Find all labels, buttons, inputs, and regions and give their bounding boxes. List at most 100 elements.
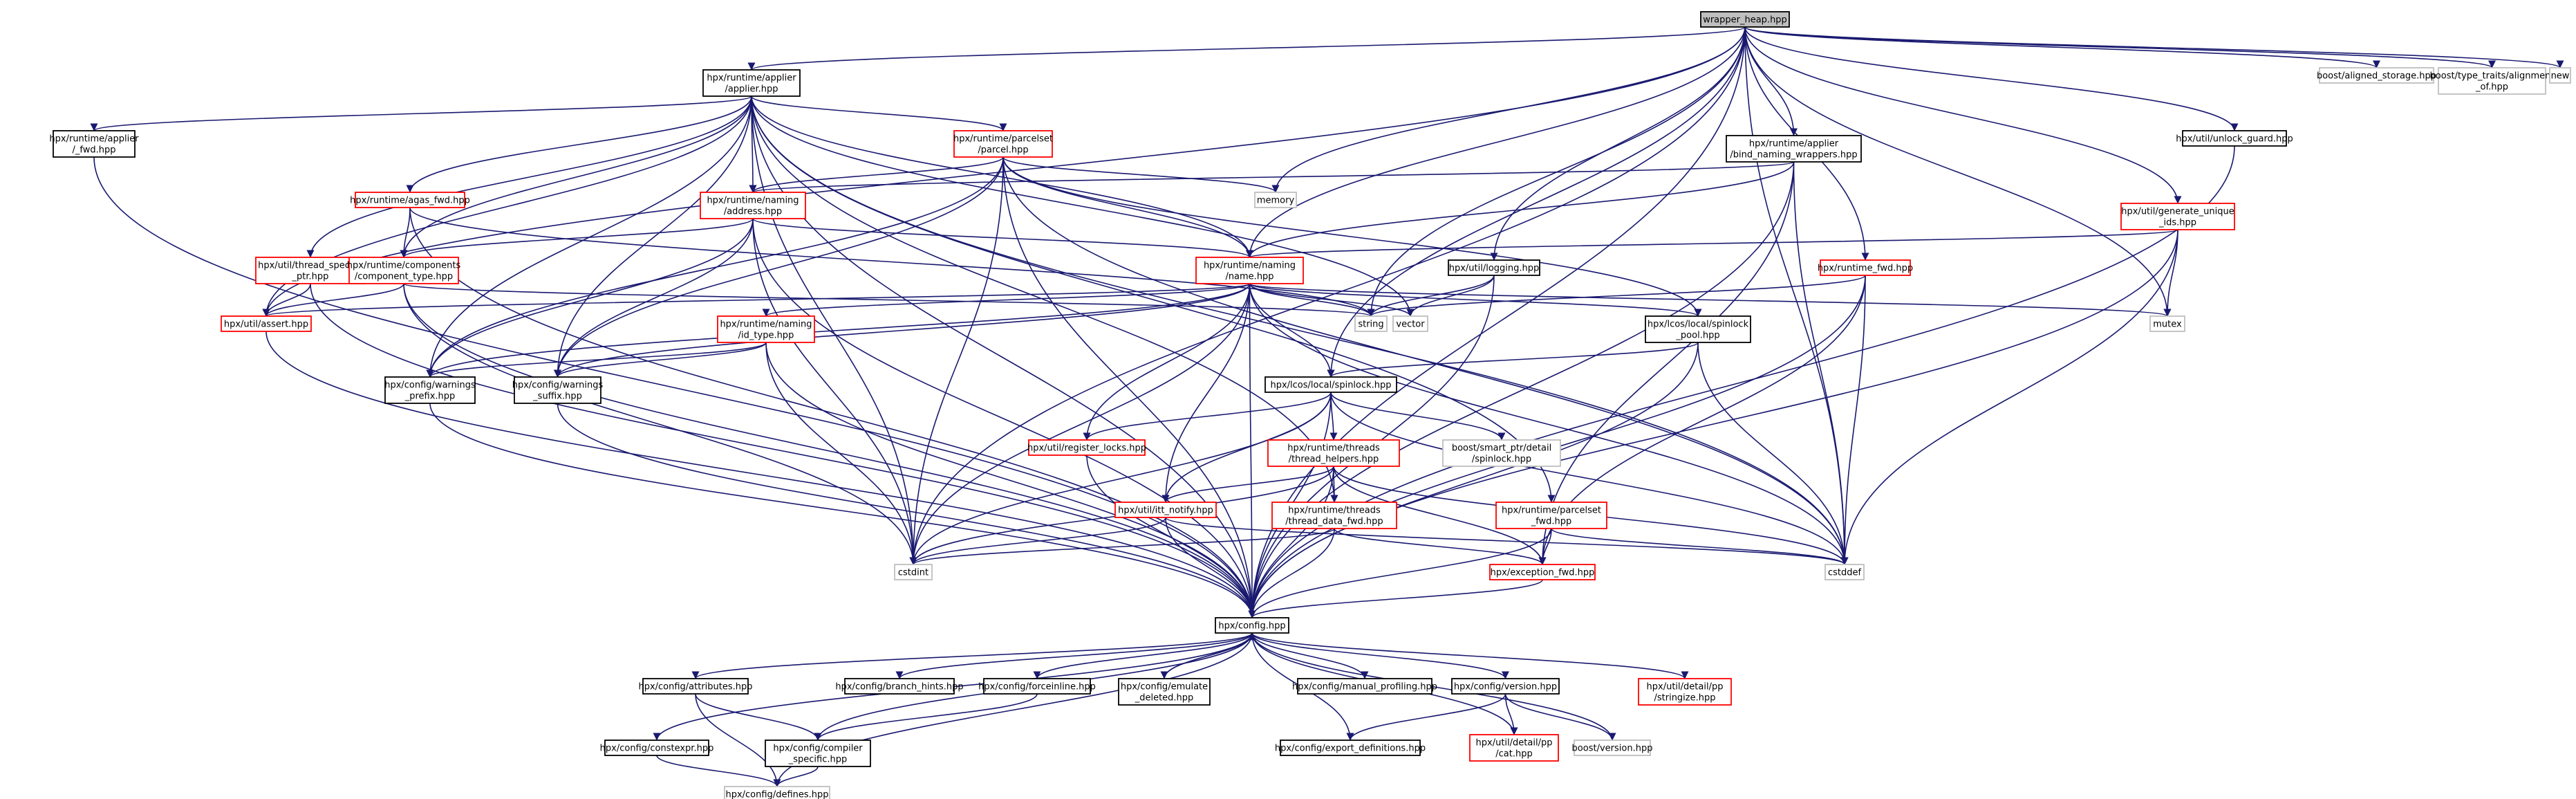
node-box xyxy=(1442,439,1561,467)
node-export_definitions[interactable]: hpx/config/export_definitions.hpp xyxy=(1275,740,1426,756)
node-util_assert[interactable]: hpx/util/assert.hpp xyxy=(221,315,312,332)
edge-compiler_specific-to-defines xyxy=(773,766,819,787)
node-compiler_specific[interactable]: hpx/config/compiler_specific.hpp xyxy=(765,740,871,767)
node-box xyxy=(1280,740,1421,756)
edge-id_type-to-cstdint xyxy=(765,342,917,565)
edge-id_type-to-warnings_prefix xyxy=(426,342,767,378)
node-box xyxy=(355,192,465,208)
edge-bind_naming-to-config xyxy=(1248,161,1795,618)
node-smart_ptr_spinlock: boost/smart_ptr/detail/spinlock.hpp xyxy=(1442,439,1561,467)
node-spinlock[interactable]: hpx/lcos/local/spinlock.hpp xyxy=(1264,376,1397,393)
node-box xyxy=(1267,439,1400,467)
node-thread_data_fwd[interactable]: hpx/runtime/threads/thread_data_fwd.hpp xyxy=(1271,502,1397,529)
node-thread_specific[interactable]: hpx/util/thread_specific_ptr.hpp xyxy=(255,257,366,284)
node-label: hpx/runtime/parcelset xyxy=(953,134,1053,145)
edge-address-to-warnings_prefix xyxy=(426,218,754,378)
edge-naming_name-to-spinlock xyxy=(1249,283,1335,378)
edge-address-to-config xyxy=(752,218,1256,618)
node-label: hpx/runtime/applier xyxy=(1749,139,1839,149)
node-label: hpx/runtime/applier xyxy=(707,73,796,84)
node-id_type[interactable]: hpx/runtime/naming/id_type.hpp xyxy=(717,315,815,343)
node-label: _specific.hpp xyxy=(788,755,848,765)
node-label: hpx/util/generate_unique xyxy=(2121,207,2234,217)
edge-applier-to-warnings_suffix xyxy=(553,95,752,378)
node-box xyxy=(724,786,830,799)
edge-naming_name-to-util_assert xyxy=(263,283,1251,317)
node-parcelset_fwd[interactable]: hpx/runtime/parcelset_fwd.hpp xyxy=(1495,502,1607,529)
node-applier[interactable]: hpx/runtime/applier/applier.hpp xyxy=(702,69,801,97)
node-label: hpx/config/emulate xyxy=(1121,682,1208,692)
node-label: hpx/config/version.hpp xyxy=(1454,682,1557,692)
node-register_locks[interactable]: hpx/util/register_locks.hpp xyxy=(1027,439,1146,456)
edge-generate_unique-to-cstddef xyxy=(1840,229,2178,565)
node-config[interactable]: hpx/config.hpp xyxy=(1215,617,1289,634)
node-agas_fwd[interactable]: hpx/runtime/agas_fwd.hpp xyxy=(350,192,470,208)
node-box xyxy=(2120,203,2235,230)
edge-spinlock-to-cstddef xyxy=(1330,392,1849,565)
node-box xyxy=(702,69,801,97)
node-runtime_fwd[interactable]: hpx/runtime_fwd.hpp xyxy=(1818,259,1913,276)
node-logging[interactable]: hpx/util/logging.hpp xyxy=(1448,259,1540,276)
edge-id_type-to-config xyxy=(765,342,1256,618)
node-box xyxy=(700,192,806,219)
edge-naming_name-to-id_type xyxy=(762,283,1251,317)
node-box xyxy=(221,315,312,332)
edge-thread_helpers-to-exception_fwd xyxy=(1333,466,1547,565)
node-warnings_prefix[interactable]: hpx/config/warnings_prefix.hpp xyxy=(384,376,476,404)
edge-applier-to-vector xyxy=(751,95,1415,317)
node-thread_helpers[interactable]: hpx/runtime/threads/thread_helpers.hpp xyxy=(1267,439,1400,467)
node-label: hpx/runtime/naming xyxy=(707,196,799,206)
node-component_type[interactable]: hpx/runtime/components/component_type.hp… xyxy=(347,257,461,284)
node-stringize[interactable]: hpx/util/detail/pp/stringize.hpp xyxy=(1638,678,1732,706)
node-label: memory xyxy=(1257,196,1295,206)
edge-config-to-forceinline xyxy=(1033,632,1253,679)
edge-applier-to-component_type xyxy=(400,95,752,258)
edge-naming_name-to-spinlock_pool xyxy=(1249,283,1702,317)
node-label: _ids.hpp xyxy=(2158,218,2196,228)
edge-component_type-to-cstdint xyxy=(403,283,917,565)
node-exception_fwd[interactable]: hpx/exception_fwd.hpp xyxy=(1489,564,1596,580)
node-applier_fwd[interactable]: hpx/runtime/applier/_fwd.hpp xyxy=(49,130,139,158)
edge-emulate_deleted-to-config xyxy=(1164,632,1256,679)
edge-applier-to-cstddef xyxy=(751,95,1849,565)
node-branch_hints[interactable]: hpx/config/branch_hints.hpp xyxy=(835,678,964,695)
edge-root-to-cstddef xyxy=(1744,26,1849,565)
node-spinlock_pool[interactable]: hpx/lcos/local/spinlock_pool.hpp xyxy=(1645,315,1751,343)
node-itt_notify[interactable]: hpx/util/itt_notify.hpp xyxy=(1114,502,1217,518)
node-box xyxy=(2182,130,2287,147)
node-label: _suffix.hpp xyxy=(532,392,582,402)
node-box xyxy=(1820,259,1911,276)
node-box xyxy=(1645,315,1751,343)
node-box xyxy=(2319,67,2434,84)
node-address[interactable]: hpx/runtime/naming/address.hpp xyxy=(700,192,806,219)
node-bind_naming[interactable]: hpx/runtime/applier/bind_naming_wrappers… xyxy=(1726,135,1862,163)
node-warnings_suffix[interactable]: hpx/config/warnings_suffix.hpp xyxy=(512,376,604,404)
node-vector: vector xyxy=(1392,315,1428,332)
node-label: hpx/config/warnings xyxy=(512,380,604,391)
node-label: /stringize.hpp xyxy=(1654,693,1715,704)
node-pp_cat[interactable]: hpx/util/detail/pp/cat.hpp xyxy=(1469,734,1559,762)
node-naming_name[interactable]: hpx/runtime/naming/name.hpp xyxy=(1195,257,1304,284)
edge-logging-to-string xyxy=(1367,275,1495,317)
edge-parcel-to-cstdint xyxy=(909,156,1004,565)
node-root[interactable]: wrapper_heap.hpp xyxy=(1700,11,1790,28)
node-unlock_guard[interactable]: hpx/util/unlock_guard.hpp xyxy=(2176,130,2293,147)
node-label: /name.hpp xyxy=(1225,272,1273,282)
node-box xyxy=(2438,67,2546,95)
node-config_version[interactable]: hpx/config/version.hpp xyxy=(1451,678,1560,695)
node-label: hpx/runtime/parcelset xyxy=(1502,506,1601,516)
node-box xyxy=(1726,135,1862,163)
node-label: hpx/config/manual_profiling.hpp xyxy=(1292,682,1437,692)
node-emulate_deleted[interactable]: hpx/config/emulate_deleted.hpp xyxy=(1118,678,1211,706)
node-forceinline[interactable]: hpx/config/forceinline.hpp xyxy=(978,678,1096,695)
node-label: hpx/exception_fwd.hpp xyxy=(1491,568,1595,578)
node-box xyxy=(604,740,709,756)
node-label: hpx/config/compiler xyxy=(773,744,863,754)
node-generate_unique[interactable]: hpx/util/generate_unique_ids.hpp xyxy=(2120,203,2235,230)
node-parcel[interactable]: hpx/runtime/parcelset/parcel.hpp xyxy=(953,130,1053,158)
node-attributes[interactable]: hpx/config/attributes.hpp xyxy=(638,678,753,695)
node-constexpr[interactable]: hpx/config/constexpr.hpp xyxy=(600,740,714,756)
node-manual_profiling[interactable]: hpx/config/manual_profiling.hpp xyxy=(1292,678,1437,695)
edge-thread_data_fwd-to-cstdint xyxy=(909,528,1335,565)
